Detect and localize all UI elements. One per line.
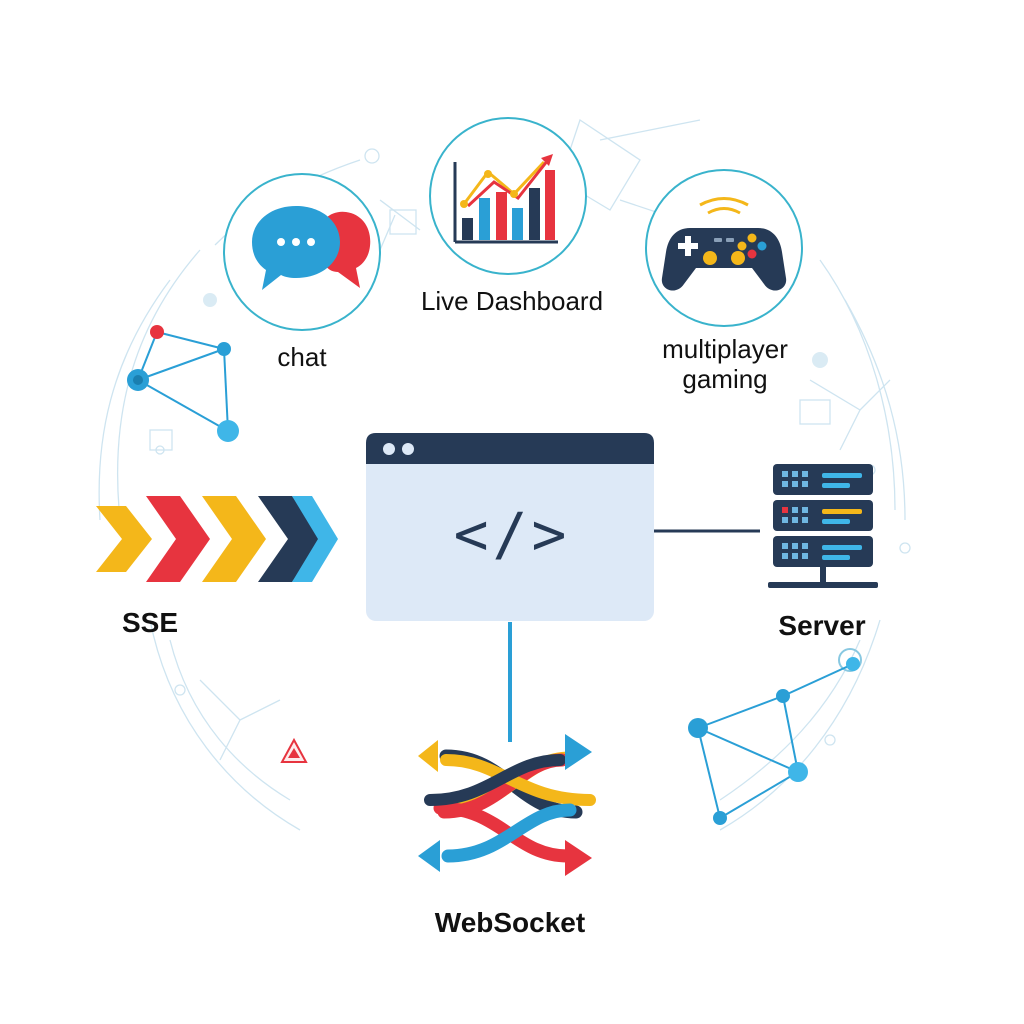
browser-window-icon — [366, 433, 654, 621]
chat-use-case — [223, 173, 381, 331]
multiplayer-gaming-label: multiplayer gaming — [640, 334, 810, 394]
network-graph-icon-left — [127, 325, 239, 442]
dashboard-use-case — [429, 117, 587, 275]
gaming-label-line1: multiplayer — [662, 334, 788, 364]
warning-icon — [280, 737, 308, 763]
live-dashboard-label: Live Dashboard — [420, 286, 604, 316]
gaming-use-case — [645, 169, 803, 327]
gamepad-icon — [661, 197, 787, 291]
sse-label: SSE — [122, 607, 179, 638]
server-rack-icon — [768, 464, 878, 588]
websocket-label: WebSocket — [434, 907, 586, 938]
chat-label: chat — [277, 342, 327, 372]
network-graph-icon-right — [688, 657, 860, 825]
server-label: Server — [778, 610, 866, 641]
bar-line-chart-icon — [453, 154, 558, 244]
code-symbol: </> — [453, 500, 571, 568]
gaming-label-line2: gaming — [682, 364, 768, 394]
arrowheads — [418, 734, 592, 876]
bidirectional-arrows-icon — [424, 749, 596, 863]
chevron-arrows-icon — [96, 496, 338, 582]
chat-bubbles-icon — [252, 206, 371, 290]
